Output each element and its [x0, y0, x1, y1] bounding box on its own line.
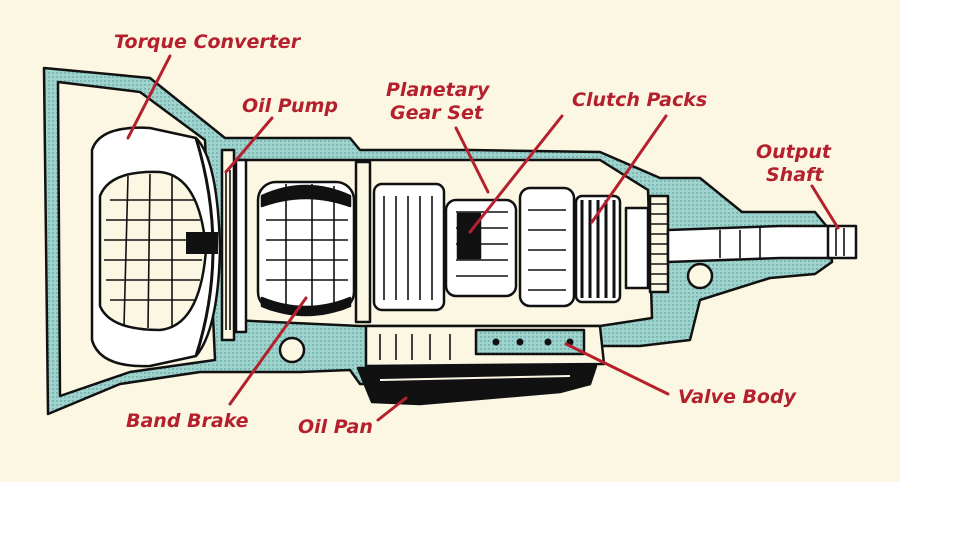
leader-band-brake [228, 296, 308, 406]
output-shaft-part [666, 224, 858, 264]
leader-output-shaft [810, 184, 840, 230]
clutch-packs-part [518, 186, 622, 308]
diagram-canvas: Torque Converter Oil Pump Planetary Gear… [0, 0, 900, 482]
leader-planetary-gear-set [454, 126, 490, 194]
labels: Torque Converter Oil Pump Planetary Gear… [114, 31, 832, 438]
label-output-line2: Shaft [766, 164, 824, 186]
oil-pump-part [220, 148, 248, 342]
mount-boss [278, 336, 306, 364]
leader-lines [126, 54, 840, 422]
label-torque-converter: Torque Converter [114, 31, 302, 53]
planetary-gear-set-part [372, 182, 518, 312]
leader-clutch-packs-2 [590, 114, 668, 224]
label-band-brake: Band Brake [126, 410, 249, 432]
leader-oil-pump [224, 116, 274, 174]
front-wall [354, 160, 372, 324]
torque-converter-part [90, 126, 222, 368]
leader-clutch-packs-1 [468, 114, 564, 234]
label-output-line1: Output [756, 141, 832, 163]
label-clutch-packs: Clutch Packs [572, 89, 707, 111]
label-valve-body: Valve Body [678, 386, 798, 408]
output-gear-part [624, 194, 670, 294]
label-oil-pump: Oil Pump [242, 95, 338, 117]
transmission-illustration [42, 66, 858, 416]
oil-pan-part [356, 364, 598, 406]
leader-oil-pan [376, 396, 408, 422]
extension-bolt [686, 262, 714, 290]
label-planetary-line2: Gear Set [390, 102, 484, 124]
leader-torque-converter [126, 54, 172, 140]
leader-valve-body [564, 342, 670, 396]
label-oil-pan: Oil Pan [298, 416, 373, 438]
label-planetary-line1: Planetary [386, 79, 491, 101]
band-brake-part [256, 180, 356, 317]
